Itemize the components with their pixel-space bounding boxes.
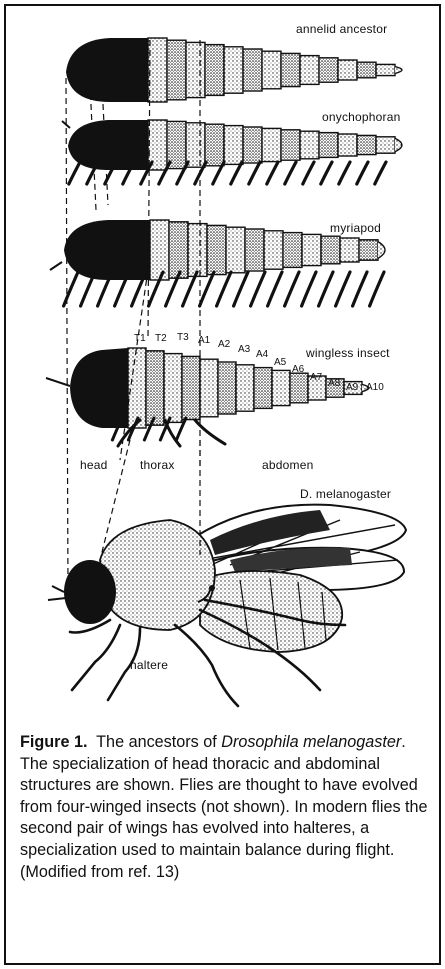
segment-label-t1: T1	[134, 333, 146, 344]
segment-label-a7: A7	[310, 372, 322, 383]
label-d-melanogaster: D. melanogaster	[300, 487, 391, 501]
label-head: head	[80, 458, 108, 472]
segment-label-a4: A4	[256, 349, 268, 360]
onychophoran-drawing	[62, 120, 402, 184]
segment-label-a5: A5	[274, 357, 286, 368]
segment-label-a10: A10	[366, 382, 384, 393]
segment-label-a6: A6	[292, 364, 304, 375]
segment-label-a2: A2	[218, 339, 230, 350]
segment-label-a3: A3	[238, 344, 250, 355]
segment-label-t2: T2	[155, 333, 167, 344]
wingless-insect-drawing	[46, 348, 369, 446]
caption-species-name: Drosophila melanogaster	[221, 733, 401, 751]
caption-text-1: The ancestors of	[96, 733, 221, 751]
label-thorax: thorax	[140, 458, 175, 472]
label-onychophoran: onychophoran	[322, 110, 400, 124]
label-annelid-ancestor: annelid ancestor	[296, 22, 387, 36]
label-wingless-insect: wingless insect	[306, 346, 390, 360]
caption-text-2: . The specialization of head thoracic an…	[20, 733, 428, 881]
segment-label-a1: A1	[198, 335, 210, 346]
label-haltere: haltere	[130, 658, 168, 672]
figure-number: Figure 1.	[20, 733, 87, 751]
label-abdomen: abdomen	[262, 458, 313, 472]
label-myriapod: myriapod	[330, 221, 381, 235]
segment-label-a9: A9	[346, 382, 358, 393]
evolution-illustration	[0, 0, 445, 725]
drosophila-drawing	[48, 505, 406, 706]
figure-caption: Figure 1. The ancestors of Drosophila me…	[20, 732, 430, 883]
segment-label-t3: T3	[177, 332, 189, 343]
annelid-ancestor-drawing	[66, 38, 402, 102]
segment-label-a8: A8	[328, 378, 340, 389]
